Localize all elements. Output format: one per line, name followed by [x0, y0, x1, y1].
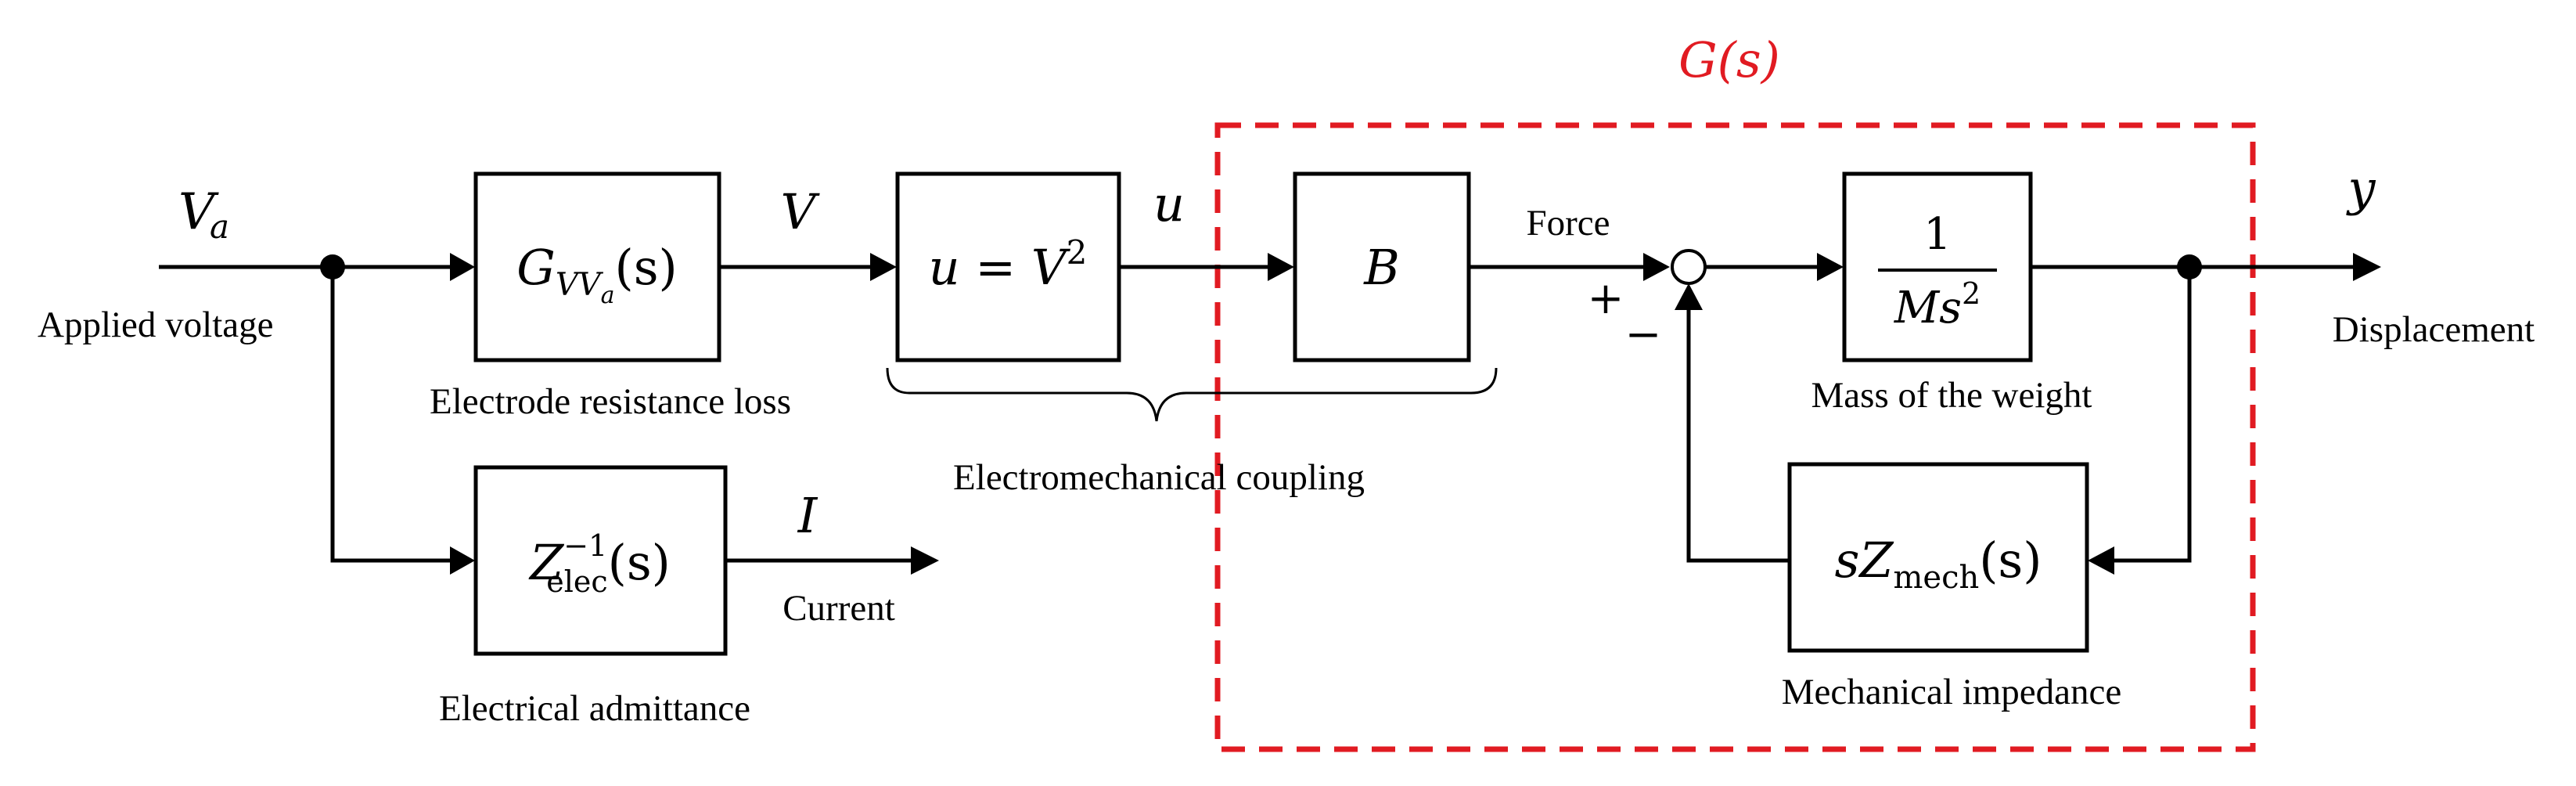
arrow-head-admittance [450, 546, 475, 575]
arrow-head-sum [1643, 253, 1670, 281]
g-s-label: G(s) [1678, 31, 1780, 88]
resistance-tf: GVVa(s) [516, 239, 677, 309]
arrow-head-current [911, 546, 939, 575]
arrow-head-b [1268, 253, 1294, 281]
arrow-head-mass [1817, 253, 1844, 281]
output-symbol: y [2345, 160, 2376, 217]
v-symbol: V [781, 183, 821, 240]
admittance-caption: Electrical admittance [439, 688, 750, 729]
arrow-head-resistance [450, 253, 475, 281]
square-eq: u = V2 [929, 233, 1088, 296]
summing-junction [1671, 249, 1707, 285]
u-symbol: u [1153, 175, 1185, 233]
mass-num: 1 [1923, 209, 1952, 260]
input-caption: Applied voltage [38, 305, 274, 345]
mass-caption: Mass of the weight [1811, 375, 2092, 416]
square-block [895, 171, 1121, 362]
impedance-tf: sZmech(s) [1835, 532, 2042, 596]
arrow-head-feedback [1675, 283, 1703, 310]
impedance-block [1787, 462, 2089, 653]
impedance-caption: Mechanical impedance [1782, 672, 2122, 712]
current-caption: Current [783, 588, 895, 629]
resistance-caption: Electrode resistance loss [430, 381, 791, 422]
arrow-head-output [2353, 253, 2381, 281]
resistance-block [473, 171, 721, 362]
mass-block [1842, 171, 2033, 362]
current-symbol: I [797, 487, 818, 544]
force-caption: Force [1526, 203, 1610, 243]
admittance-block [473, 465, 728, 656]
feedback-down [2114, 267, 2192, 563]
g-s-region [1214, 122, 2256, 752]
arrow-head-square [870, 253, 897, 281]
plus-sign: + [1588, 273, 1624, 324]
coupling-brace [886, 367, 1498, 422]
arrow-head-impedance [2088, 546, 2114, 575]
output-caption: Displacement [2333, 309, 2535, 350]
input-symbol-sub: a [210, 207, 229, 246]
coupling-caption: Electromechanical coupling [953, 457, 1365, 498]
mass-den: Ms2 [1894, 276, 1981, 334]
input-symbol: V [178, 183, 219, 241]
b-block [1293, 171, 1471, 362]
b-text: B [1363, 239, 1400, 296]
branch-to-admittance [330, 267, 450, 563]
feedback-up [1686, 310, 1790, 563]
minus-sign: − [1625, 309, 1662, 360]
